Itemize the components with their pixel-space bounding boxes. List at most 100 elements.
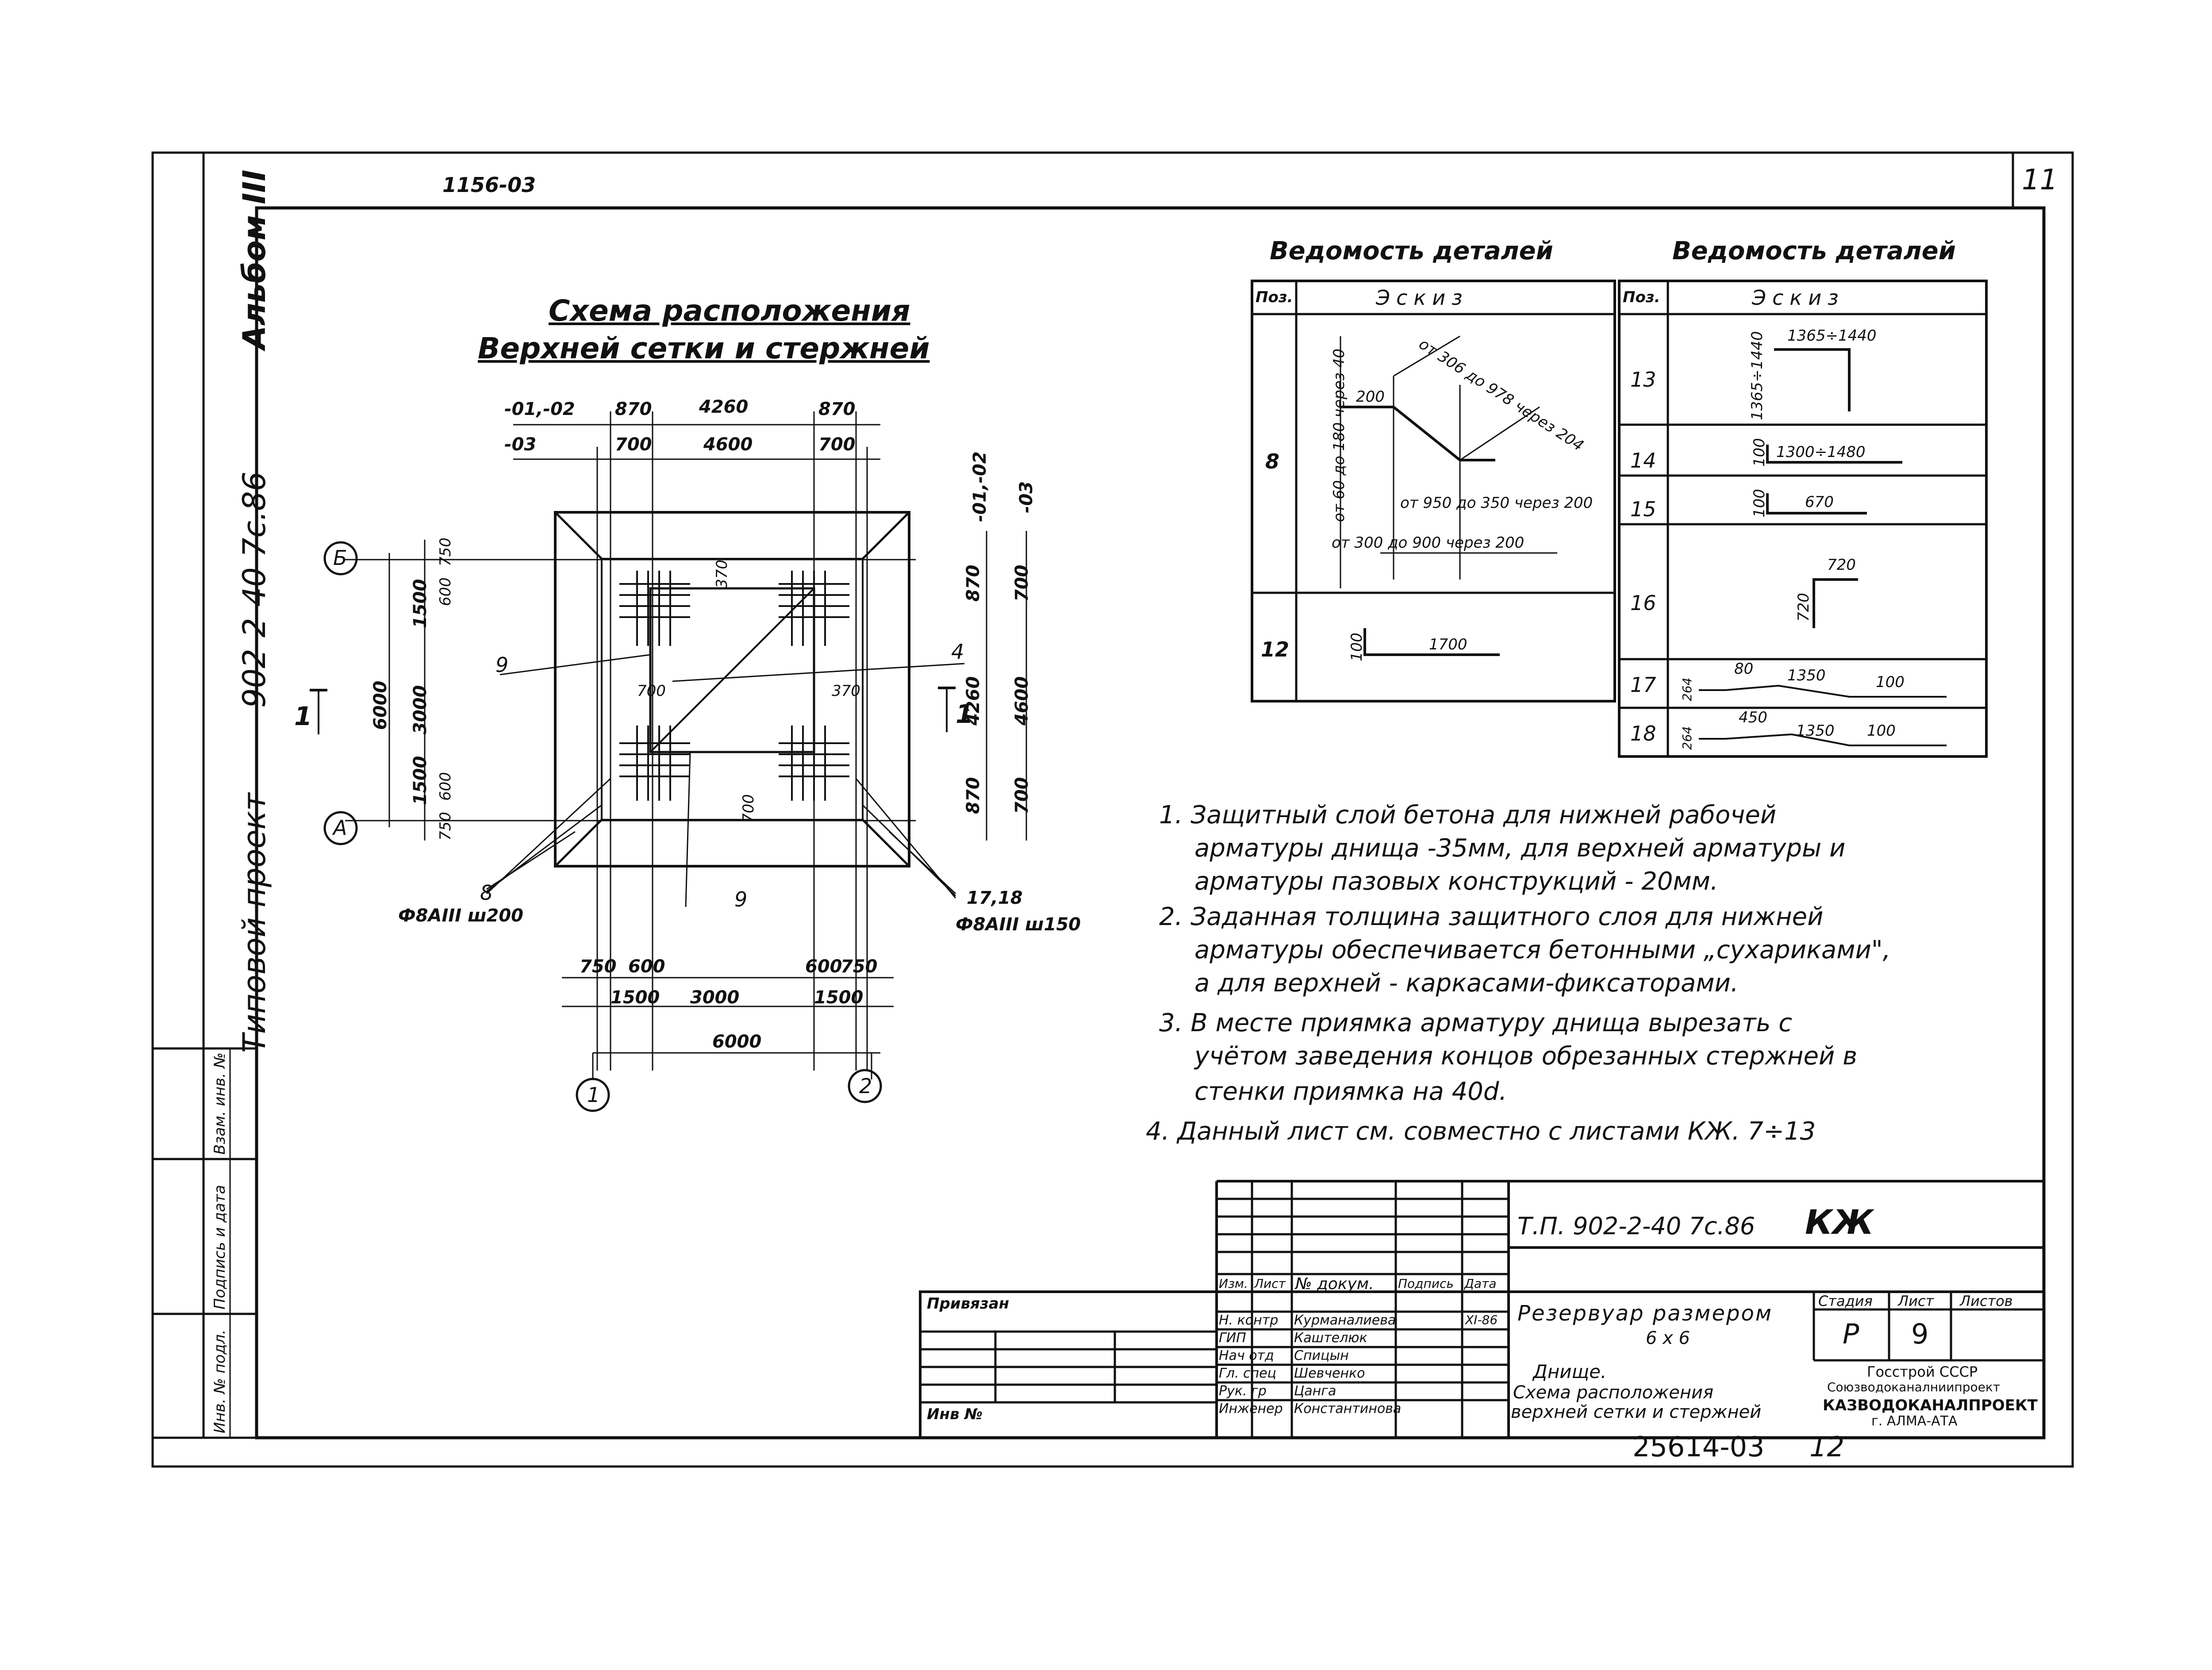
stamp-object-size: 6 х 6 bbox=[1646, 1328, 1690, 1348]
stamp-name-2: Спицын bbox=[1294, 1348, 1349, 1363]
details-right-col-pos: Поз. bbox=[1623, 288, 1660, 306]
row17-label-3: 100 bbox=[1876, 673, 1905, 691]
stamp-role-3: Гл. спец bbox=[1219, 1366, 1276, 1381]
dim-top-r2-1: 700 bbox=[615, 434, 652, 455]
stamp-head-2: № докум. bbox=[1295, 1275, 1374, 1293]
details-right-pos-14: 14 bbox=[1630, 449, 1656, 472]
inner-label-0: 370 bbox=[713, 560, 731, 588]
callout-1718: 17,18 bbox=[967, 888, 1023, 908]
dim-right-header-1: -03 bbox=[1016, 481, 1037, 513]
row17-label-1: 80 bbox=[1734, 660, 1754, 678]
row8-label-4: от 300 до 900 через 200 bbox=[1332, 534, 1525, 552]
row8-label-2: от 60 до 180 через 40 bbox=[1330, 349, 1348, 522]
callout-9-top: 9 bbox=[495, 653, 509, 677]
note-line-9: стенки приямка на 40d. bbox=[1194, 1077, 1507, 1106]
details-right-pos-17: 17 bbox=[1630, 673, 1656, 697]
row16-label-1: 720 bbox=[1795, 593, 1813, 622]
details-left-col-pos: Поз. bbox=[1256, 288, 1293, 306]
stamp-name-5: Константинова bbox=[1294, 1401, 1402, 1417]
row16-label-0: 720 bbox=[1827, 556, 1856, 574]
side-typical: Типовой проект bbox=[236, 793, 273, 1053]
row8-label-0: 200 bbox=[1356, 388, 1385, 406]
callout-8-spec: Ф8АIII ш200 bbox=[398, 906, 524, 926]
inner-label-2: 370 bbox=[832, 682, 860, 700]
dim-right-3: 4600 bbox=[1012, 676, 1032, 726]
dim-bottom-r1-1: 600 bbox=[628, 956, 665, 977]
inner-label-3: 700 bbox=[740, 794, 757, 823]
stamp-object-title: Резервуар размером bbox=[1517, 1301, 1773, 1326]
dim-left-5: 750 bbox=[437, 537, 454, 566]
row13-label-1: 1365÷1440 bbox=[1748, 331, 1766, 420]
tank-outline bbox=[554, 511, 910, 868]
row8-label-3: от 950 до 350 через 200 bbox=[1400, 494, 1593, 512]
note-line-2: арматуры днища -35мм, для верхней армату… bbox=[1194, 834, 1846, 863]
row18-label-3: 100 bbox=[1867, 722, 1896, 740]
stamp-head-1: Лист bbox=[1254, 1276, 1286, 1291]
details-right-pos-16: 16 bbox=[1630, 591, 1656, 615]
callout-9-bottom: 9 bbox=[734, 887, 748, 911]
dim-left-0: 1500 bbox=[410, 579, 430, 628]
stamp-privyazan: Привязан bbox=[927, 1295, 1010, 1313]
inner-label-1: 700 bbox=[637, 682, 666, 700]
row18-label-1: 450 bbox=[1739, 709, 1767, 726]
stamp-head-3: Подпись bbox=[1398, 1276, 1454, 1291]
details-right-pos-15: 15 bbox=[1630, 497, 1656, 521]
note-line-8: учётом заведения концов обрезанных стерж… bbox=[1194, 1042, 1858, 1071]
row18-label-0: 264 bbox=[1680, 726, 1694, 750]
note-line-5: арматуры обеспечивается бетонными „сухар… bbox=[1194, 936, 1891, 964]
stamp-name-3: Шевченко bbox=[1294, 1366, 1365, 1381]
stamp-date-0: XI-86 bbox=[1465, 1313, 1498, 1327]
axis-a-label: А bbox=[333, 816, 347, 840]
stamp-name-0: Курманалиева bbox=[1294, 1313, 1396, 1328]
side-stamp-2: Подпись и дата bbox=[211, 1185, 229, 1309]
dim-top-r1-3: 870 bbox=[818, 399, 856, 419]
stamp-mark: КЖ bbox=[1805, 1202, 1874, 1242]
stamp-head-0: Изм. bbox=[1219, 1276, 1248, 1291]
stamp-role-1: ГИП bbox=[1219, 1330, 1246, 1346]
note-line-1: 1. Защитный слой бетона для нижней рабоч… bbox=[1159, 801, 1777, 829]
stamp-org-2: КАЗВОДОКАНАЛПРОЕКТ bbox=[1823, 1397, 2038, 1414]
note-line-10: 4. Данный лист см. совместно с листами К… bbox=[1146, 1117, 1816, 1146]
details-right-table bbox=[1618, 280, 1988, 758]
dim-left-7: 750 bbox=[437, 812, 454, 841]
axis-b-label: Б bbox=[333, 546, 347, 570]
details-left-col-sketch: Эскиз bbox=[1376, 286, 1469, 310]
stamp-doc-page: 12 bbox=[1809, 1431, 1844, 1463]
stamp-list-label: Лист bbox=[1898, 1293, 1934, 1309]
top-code: 1156-03 bbox=[442, 173, 536, 197]
row12-label-0: 100 bbox=[1348, 633, 1366, 661]
section-mark-right: 1 bbox=[956, 699, 974, 729]
stamp-role-4: Рук. гр bbox=[1219, 1383, 1267, 1399]
row13-label-0: 1365÷1440 bbox=[1787, 327, 1877, 345]
dim-bottom-r1-2: 600 bbox=[805, 956, 842, 977]
stamp-stadia: Р bbox=[1843, 1318, 1859, 1350]
row15-label-0: 100 bbox=[1751, 489, 1768, 518]
details-right-pos-18: 18 bbox=[1630, 722, 1656, 745]
stamp-sheet-name-1: Схема расположения bbox=[1513, 1382, 1714, 1403]
details-left-pos-8: 8 bbox=[1265, 449, 1280, 473]
stamp-org-0: Госстрой СССР bbox=[1867, 1363, 1978, 1380]
dim-bottom-total: 6000 bbox=[712, 1032, 762, 1052]
row12-label-1: 1700 bbox=[1429, 636, 1467, 653]
dim-left-1: 3000 bbox=[410, 685, 430, 734]
stamp-name-1: Каштелюк bbox=[1294, 1330, 1367, 1346]
dim-bottom-r1-0: 750 bbox=[580, 956, 617, 977]
dim-top-r1-0: -01,-02 bbox=[504, 399, 575, 419]
stamp-role-0: Н. контр bbox=[1219, 1313, 1279, 1328]
side-project: 902-2-40 7с.86 bbox=[236, 471, 273, 708]
stamp-head-4: Дата bbox=[1464, 1276, 1497, 1291]
dim-top-r1-2: 4260 bbox=[699, 397, 749, 417]
plan-title-line2: Верхней сетки и стержней bbox=[478, 331, 930, 365]
stamp-org-1: Союзводоканалниипроект bbox=[1827, 1380, 2001, 1394]
dim-top-r1-1: 870 bbox=[615, 399, 652, 419]
stamp-listov-label: Листов bbox=[1960, 1293, 2013, 1309]
side-stamp-1: Инв. № подл. bbox=[211, 1329, 229, 1433]
axis-2-label: 2 bbox=[859, 1074, 872, 1098]
callout-4: 4 bbox=[951, 640, 964, 664]
dim-top-r2-3: 700 bbox=[818, 434, 856, 455]
stamp-org-3: г. АЛМА-АТА bbox=[1871, 1413, 1958, 1429]
stamp-role-2: Нач отд bbox=[1219, 1348, 1274, 1363]
note-line-4: 2. Заданная толщина защитного слоя для н… bbox=[1159, 902, 1824, 931]
note-line-7: 3. В месте приямка арматуру днища выреза… bbox=[1159, 1009, 1793, 1037]
